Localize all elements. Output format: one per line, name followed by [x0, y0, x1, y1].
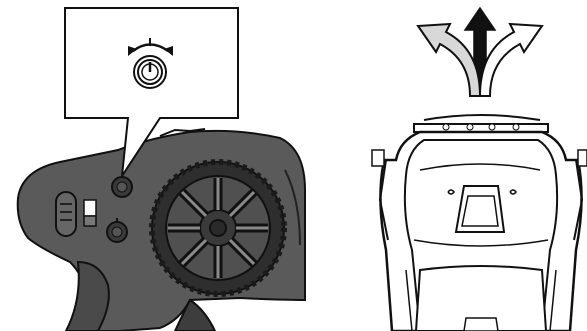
steering-wheel-icon [152, 162, 284, 294]
transmitter-illustration [18, 129, 305, 331]
rotary-knob-icon [134, 56, 166, 88]
three-way-direction-arrows-icon [418, 8, 542, 96]
side-panel-detail [84, 200, 96, 216]
side-switch [56, 192, 76, 236]
transmitter-grip [66, 262, 109, 331]
rc-car-top-view-icon [372, 115, 587, 331]
